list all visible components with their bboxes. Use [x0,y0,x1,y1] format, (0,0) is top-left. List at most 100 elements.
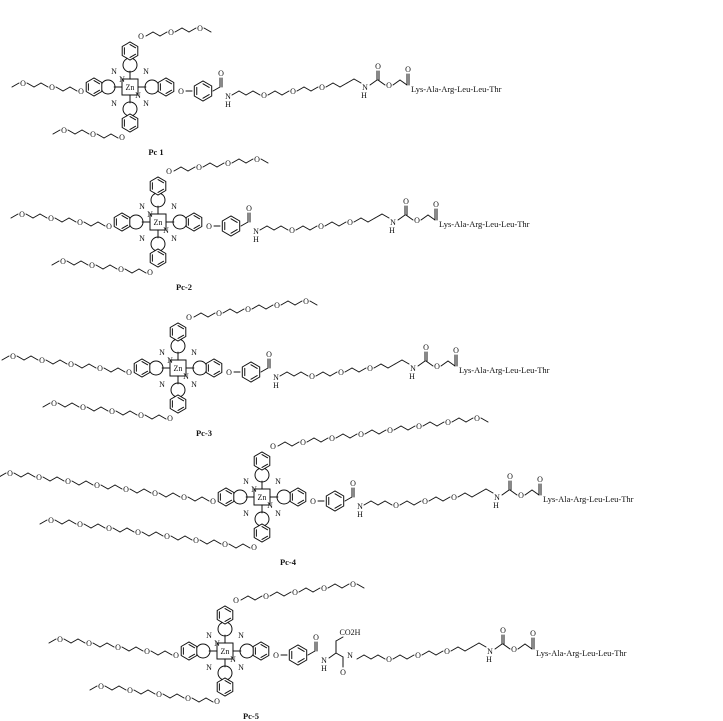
peptide-sequence: Lys-Ala-Arg-Leu-Leu-Thr [439,219,530,229]
ether-oxygen: O [451,493,457,502]
bridge-nitrogen: N [171,234,177,243]
oxygen-atom: O [36,473,42,482]
oxygen-atom: O [77,520,83,529]
oxygen-atom: O [98,682,104,691]
oxygen-atom: O [97,364,103,373]
amide-hydrogen: H [357,510,363,519]
oxygen-atom: O [138,32,144,41]
amide-nitrogen: N [390,218,396,227]
ether-oxygen: O [338,368,344,377]
ether-oxygen: O [444,647,450,656]
oxygen-atom: O [135,528,141,537]
oxygen-atom: O [80,403,86,412]
inner-nitrogen: N [267,501,273,510]
carbonyl-oxygen: O [403,197,409,206]
oxygen-atom: O [474,414,480,423]
ether-oxygen: O [422,497,428,506]
oxygen-atom: O [115,643,121,652]
bridge-nitrogen: N [139,234,145,243]
aryl-oxygen: O [178,87,184,96]
oxygen-atom: O [77,218,83,227]
inner-nitrogen: N [251,485,257,494]
oxygen-atom: O [445,418,451,427]
oxygen-atom: O [197,24,203,33]
inner-nitrogen: N [214,639,220,648]
oxygen-atom: O [10,352,16,361]
aryl-oxygen: O [206,222,212,231]
oxygen-atom: O [89,261,95,270]
oxygen-atom: O [49,83,55,92]
oxygen-atom: O [68,360,74,369]
oxygen-atom: O [86,639,92,648]
bridge-nitrogen: N [238,631,244,640]
oxygen-atom: O [7,469,13,478]
oxygen-atom: O [119,133,125,142]
oxygen-atom: O [173,651,179,660]
oxygen-atom: O [164,532,170,541]
bridge-nitrogen: N [206,663,212,672]
amide-nitrogen: N [410,364,416,373]
oxygen-atom: O [65,477,71,486]
oxygen-atom: O [51,399,57,408]
oxygen-atom: O [19,210,25,219]
oxygen-atom: O [138,411,144,420]
aryl-oxygen: O [226,368,232,377]
carbonyl-oxygen: O [266,350,272,359]
carbonyl-oxygen: O [423,343,429,352]
aryl-oxygen: O [310,497,316,506]
carbonyl-oxygen: O [218,69,224,78]
amide-nitrogen: N [225,92,231,101]
oxygen-atom: O [126,368,132,377]
compound-label: Pc-4 [280,557,297,567]
carbonyl-oxygen: O [530,629,536,638]
oxygen-atom: O [166,167,172,176]
oxygen-atom: O [303,297,309,306]
oxygen-atom: O [106,524,112,533]
amide-nitrogen: N [494,493,500,502]
inner-nitrogen: N [167,356,173,365]
carbonyl-oxygen: O [246,204,252,213]
amide-nitrogen: N [321,656,327,665]
oxygen-atom: O [48,516,54,525]
amide-nitrogen: N [347,651,353,660]
compound-label: Pc-3 [196,428,212,438]
oxygen-atom: O [270,442,276,451]
oxygen-atom: O [152,489,158,498]
inner-nitrogen: N [230,655,236,664]
oxygen-atom: O [210,497,216,506]
ether-oxygen: O [511,645,517,654]
ether-oxygen: O [318,222,324,231]
oxygen-atom: O [193,536,199,545]
amide-nitrogen: N [487,647,493,656]
aryl-oxygen: O [273,651,279,660]
bridge-nitrogen: N [143,67,149,76]
oxygen-atom: O [181,493,187,502]
ether-oxygen: O [290,87,296,96]
oxygen-atom: O [222,540,228,549]
bridge-nitrogen: N [159,380,165,389]
oxygen-atom: O [185,694,191,703]
amide-hydrogen: H [486,655,492,664]
bridge-nitrogen: N [159,348,165,357]
oxygen-atom: O [48,214,54,223]
oxygen-atom: O [196,163,202,172]
bridge-nitrogen: N [139,202,145,211]
oxygen-atom: O [416,422,422,431]
bridge-nitrogen: N [275,477,281,486]
oxygen-atom: O [254,155,260,164]
amide-hydrogen: H [361,91,367,100]
ether-oxygen: O [415,651,421,660]
amide-hydrogen: H [389,226,395,235]
carbonyl-oxygen: O [433,200,439,209]
oxygen-atom: O [358,430,364,439]
amide-hydrogen: H [273,381,279,390]
carbonyl-oxygen: O [313,633,319,642]
bridge-nitrogen: N [191,348,197,357]
bridge-nitrogen: N [275,509,281,518]
oxygen-atom: O [123,485,129,494]
bridge-nitrogen: N [143,99,149,108]
oxygen-atom: O [168,28,174,37]
amide-hydrogen: H [409,372,415,381]
